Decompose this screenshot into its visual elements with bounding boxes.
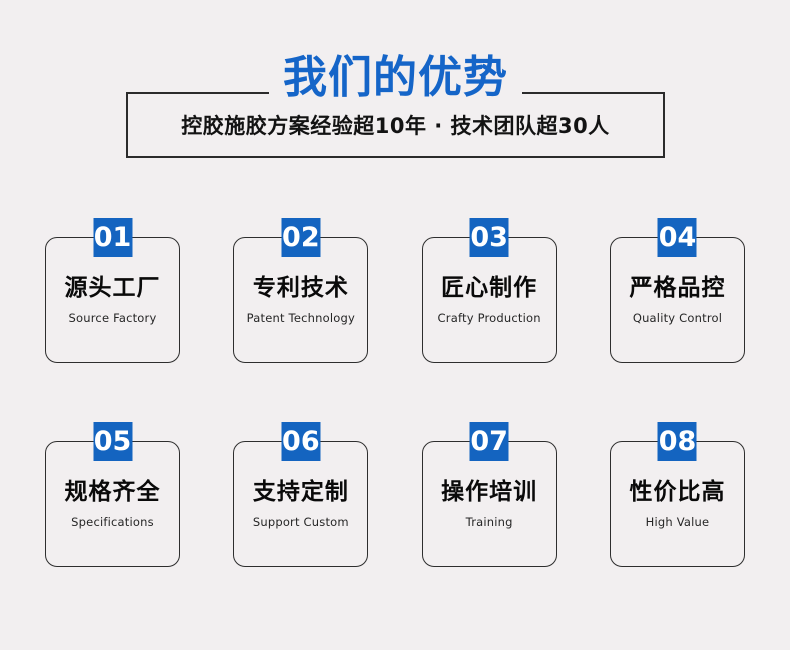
advantage-card-body[interactable]: 专利技术 Patent Technology [233, 237, 369, 363]
advantage-number-badge: 06 [281, 422, 321, 461]
advantage-subtitle: Source Factory [68, 310, 157, 325]
advantage-title: 规格齐全 [64, 477, 161, 505]
advantage-row-1: 源头工厂 Source Factory 01 专利技术 Patent Techn… [45, 218, 745, 363]
advantage-card-body[interactable]: 操作培训 Training [421, 441, 557, 567]
advantage-card-body[interactable]: 源头工厂 Source Factory [45, 237, 180, 363]
advantage-card-02[interactable]: 专利技术 Patent Technology 02 [233, 218, 369, 363]
advantage-title: 专利技术 [252, 273, 349, 301]
advantage-card-body[interactable]: 性价比高 High Value [609, 441, 745, 567]
advantage-row-2: 规格齐全 Specifications 05 支持定制 Support Cust… [45, 422, 745, 567]
header-banner: 控胶施胶方案经验超10年 · 技术团队超30人 我们的优势 [126, 56, 665, 158]
advantage-card-body[interactable]: 严格品控 Quality Control [609, 237, 745, 363]
advantage-number-badge: 03 [469, 218, 509, 257]
header-subtitle: 控胶施胶方案经验超10年 · 技术团队超30人 [181, 114, 610, 138]
advantage-card-08[interactable]: 性价比高 High Value 08 [609, 422, 745, 567]
advantage-number-badge: 08 [657, 422, 697, 461]
advantage-card-05[interactable]: 规格齐全 Specifications 05 [45, 422, 180, 567]
advantage-grid: 源头工厂 Source Factory 01 专利技术 Patent Techn… [45, 218, 745, 567]
advantage-title: 操作培训 [441, 477, 538, 505]
advantage-title: 支持定制 [252, 477, 349, 505]
advantage-number-badge: 04 [657, 218, 697, 257]
advantage-subtitle: Specifications [71, 514, 154, 529]
advantage-card-body[interactable]: 规格齐全 Specifications [45, 441, 180, 567]
advantage-subtitle: Support Custom [252, 514, 349, 529]
advantage-card-06[interactable]: 支持定制 Support Custom 06 [233, 422, 369, 567]
advantage-subtitle: High Value [645, 514, 710, 529]
advantage-subtitle: Patent Technology [246, 310, 355, 325]
advantage-number-badge: 02 [281, 218, 321, 257]
advantage-card-01[interactable]: 源头工厂 Source Factory 01 [45, 218, 180, 363]
advantage-subtitle: Training [465, 514, 513, 529]
advantage-subtitle: Quality Control [632, 310, 723, 325]
advantage-number-badge: 01 [93, 218, 132, 257]
advantage-card-body[interactable]: 匠心制作 Crafty Production [421, 237, 557, 363]
advantage-card-04[interactable]: 严格品控 Quality Control 04 [609, 218, 745, 363]
advantage-title: 性价比高 [629, 477, 726, 505]
advantage-number-badge: 05 [93, 422, 132, 461]
advantage-card-07[interactable]: 操作培训 Training 07 [421, 422, 557, 567]
advantage-card-03[interactable]: 匠心制作 Crafty Production 03 [421, 218, 557, 363]
advantage-number-badge: 07 [469, 422, 509, 461]
advantage-title: 匠心制作 [441, 273, 538, 301]
advantage-title: 严格品控 [629, 273, 726, 301]
advantage-subtitle: Crafty Production [437, 310, 541, 325]
header-subtitle-wrap: 控胶施胶方案经验超10年 · 技术团队超30人 [128, 94, 663, 156]
advantage-title: 源头工厂 [64, 273, 161, 301]
